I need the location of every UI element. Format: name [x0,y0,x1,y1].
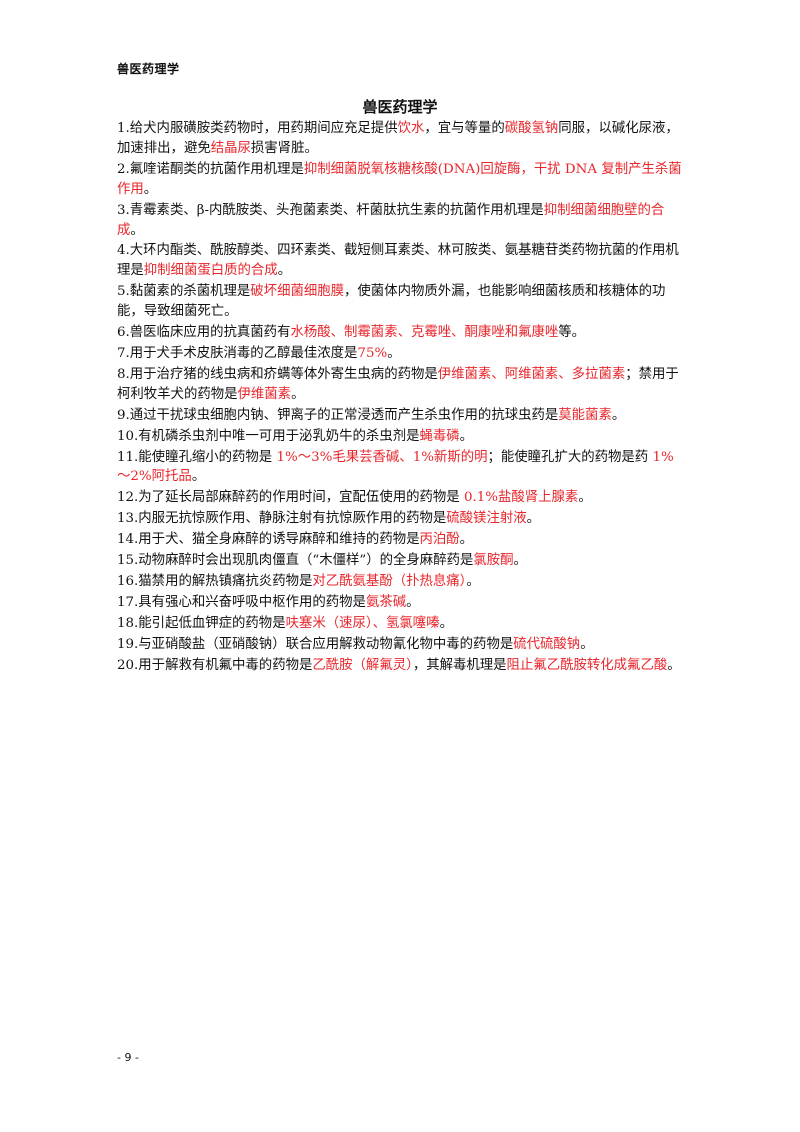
item-text: 。 [291,386,305,402]
item-text: 4.大环内酯类、酰胺醇类、四环素类、截短侧耳素类、林可胺类、氨基糖苷类药物抗菌的… [117,243,679,279]
answer-highlight: 抑制细菌蛋白质的合成 [143,263,278,279]
question-item-8: 8.用于治疗猪的线虫病和疥螨等体外寄生虫病的药物是伊维菌素、阿维菌素、多拉菌素；… [117,365,687,405]
question-item-4: 4.大环内酯类、酰胺醇类、四环素类、截短侧耳素类、林可胺类、氨基糖苷类药物抗菌的… [117,241,687,281]
answer-highlight: 水杨酸、制霉菌素、克霉唑、酮康唑和氟康唑 [290,325,559,341]
answer-highlight: 饮水 [397,121,425,136]
answer-highlight: 氨茶碱 [365,594,407,610]
answer-highlight: 阻止氟乙酰胺转化成氟乙酸 [506,657,668,673]
item-text: 。 [439,615,453,631]
item-text: 。 [580,636,594,652]
item-text: ，其解毒机理是 [412,657,507,673]
item-text: 损害肾脏。 [250,140,318,156]
question-item-3: 3.青霉素类、β-内酰胺类、头孢菌素类、杆菌肽抗生素的抗菌作用机理是抑制细菌细胞… [117,201,687,241]
item-text: 6.兽医临床应用的抗真菌药有 [117,325,291,341]
question-item-9: 9.通过干扰球虫细胞内钠、钾离子的正常浸透而产生杀虫作用的抗球虫药是莫能菌素。 [117,406,687,426]
answer-highlight: 抑制细菌脱氧核糖核酸(DNA)回旋酶，干扰 DNA 复制产生杀菌作用 [117,161,682,197]
item-text: 11.能使瞳孔缩小的药物是 [117,449,277,465]
answer-highlight: 乙酰胺（解氟灵） [312,657,413,673]
item-text: 5.黏菌素的杀菌机理是 [117,284,251,300]
answer-highlight: 对乙酰氨基酚（扑热息痛） [312,573,467,589]
answer-highlight: 硫酸镁注射液 [446,511,527,527]
item-text: 18.能引起低血钾症的药物是 [117,615,286,631]
question-item-19: 19.与亚硝酸盐（亚硝酸钠）联合应用解救动物氰化物中毒的药物是硫代硫酸钠。 [117,635,687,655]
item-text: ；禁用于柯利牧羊犬的药物是 [117,366,679,402]
item-text: 15.动物麻醉时会出现肌肉僵直（“木僵样”）的全身麻醉药是 [117,553,474,569]
item-text: 20.用于解救有机氟中毒的药物是 [117,657,313,673]
item-text: ；能使瞳孔扩大的药物是药 [487,449,653,465]
item-text: 。 [143,181,158,197]
item-text: 2.氟喹诺酮类的抗菌作用机理是 [117,161,304,177]
answer-highlight: 伊维菌素 [237,386,292,402]
question-item-12: 12.为了延长局部麻醉药的作用时间，宜配伍使用的药物是 0.1%盐酸肾上腺素。 [117,488,687,508]
answer-highlight: 结晶尿 [210,140,251,156]
question-item-17: 17.具有强心和兴奋呼吸中枢作用的药物是氨茶碱。 [117,593,687,613]
item-text: 。 [406,594,420,610]
question-item-5: 5.黏菌素的杀菌机理是破坏细菌细胞膜，使菌体内物质外漏，也能影响细菌核质和核糖体… [117,282,687,322]
item-text: 。 [459,532,474,548]
item-text: 。 [191,469,206,485]
item-text: 12.为了延长局部麻醉药的作用时间，宜配伍使用的药物是 [117,490,464,506]
answer-highlight: 抑制细菌细胞壁的合成 [117,202,665,238]
item-text: 等。 [558,325,586,341]
item-text: 。 [611,407,626,423]
item-text: 。 [387,345,401,361]
answer-highlight: 蝇毒磷 [419,428,460,444]
item-text: ，宜与等量的 [424,121,505,136]
answer-highlight: 丙泊酚 [419,532,460,548]
answer-highlight: 碳酸氢钠 [504,121,559,136]
item-text: 16.猫禁用的解热镇痛抗炎药物是 [117,573,313,589]
answer-highlight: 硫代硫酸钠 [513,636,581,652]
question-item-15: 15.动物麻醉时会出现肌肉僵直（“木僵样”）的全身麻醉药是氯胺酮。 [117,551,687,571]
answer-highlight: 呋塞米（速尿）、氢氯噻嗪 [285,615,440,631]
answer-highlight: 0.1%盐酸肾上腺素 [463,490,579,506]
answer-highlight: 75% [357,345,388,361]
page-number: - 9 - [117,1051,139,1064]
document-body: 1.给犬内服磺胺类药物时，用药期间应充足提供饮水，宜与等量的碳酸氢钠同服，以碱化… [117,119,687,676]
question-item-6: 6.兽医临床应用的抗真菌药有水杨酸、制霉菌素、克霉唑、酮康唑和氟康唑等。 [117,323,687,343]
answer-highlight: 破坏细菌细胞膜 [250,284,345,300]
item-text: 9.通过干扰球虫细胞内钠、钾离子的正常浸透而产生杀虫作用的抗球虫药是 [117,407,559,423]
answer-highlight: 1%～3%毛果芸香碱、1%新斯的明 [276,449,488,465]
item-text: 14.用于犬、猫全身麻醉的诱导麻醉和维持的药物是 [117,532,420,548]
item-text: 7.用于犬手术皮肤消毒的乙醇最佳浓度是 [117,345,358,361]
question-item-11: 11.能使瞳孔缩小的药物是 1%～3%毛果芸香碱、1%新斯的明；能使瞳孔扩大的药… [117,448,687,488]
answer-highlight: 氯胺酮 [473,553,514,569]
item-text: 。 [513,553,527,569]
question-item-1: 1.给犬内服磺胺类药物时，用药期间应充足提供饮水，宜与等量的碳酸氢钠同服，以碱化… [117,119,687,159]
item-text: 17.具有强心和兴奋呼吸中枢作用的药物是 [117,594,366,610]
item-text: 。 [277,263,292,279]
question-item-13: 13.内服无抗惊厥作用、静脉注射有抗惊厥作用的药物是硫酸镁注射液。 [117,509,687,529]
question-item-7: 7.用于犬手术皮肤消毒的乙醇最佳浓度是75%。 [117,344,687,364]
question-item-10: 10.有机磷杀虫剂中唯一可用于泌乳奶牛的杀虫剂是蝇毒磷。 [117,427,687,447]
answer-highlight: 伊维菌素、阿维菌素、多拉菌素 [437,366,626,382]
item-text: 。 [526,511,541,527]
item-text: 。 [130,222,144,238]
question-item-2: 2.氟喹诺酮类的抗菌作用机理是抑制细菌脱氧核糖核酸(DNA)回旋酶，干扰 DNA… [117,160,687,200]
item-text: 3.青霉素类、β-内酰胺类、头孢菌素类、杆菌肽抗生素的抗菌作用机理是 [117,202,544,218]
question-item-20: 20.用于解救有机氟中毒的药物是乙酰胺（解氟灵），其解毒机理是阻止氟乙酰胺转化成… [117,656,687,676]
question-item-14: 14.用于犬、猫全身麻醉的诱导麻醉和维持的药物是丙泊酚。 [117,530,687,550]
item-text: 。 [578,490,592,506]
item-text: 1.给犬内服磺胺类药物时，用药期间应充足提供 [117,121,398,136]
answer-highlight: 莫能菌素 [558,407,612,423]
item-text: ，使菌体内物质外漏，也能影响细菌核质和核糖体的功能，导致细菌死亡。 [117,284,666,320]
question-item-18: 18.能引起低血钾症的药物是呋塞米（速尿）、氢氯噻嗪。 [117,614,687,634]
item-text: 。 [459,428,474,444]
item-text: 同服，以碱化尿液，加速排出，避免 [117,121,679,156]
question-item-16: 16.猫禁用的解热镇痛抗炎药物是对乙酰氨基酚（扑热息痛）。 [117,572,687,592]
item-text: 。 [667,657,681,673]
item-text: 13.内服无抗惊厥作用、静脉注射有抗惊厥作用的药物是 [117,511,447,527]
item-text: 8.用于治疗猪的线虫病和疥螨等体外寄生虫病的药物是 [117,366,438,382]
document-title: 兽医药理学 [362,98,438,116]
answer-highlight: 1%～2%阿托品 [117,449,674,485]
item-text: 19.与亚硝酸盐（亚硝酸钠）联合应用解救动物氰化物中毒的药物是 [117,636,514,652]
item-text: 。 [466,573,480,589]
running-header: 兽医药理学 [117,62,180,76]
item-text: 10.有机磷杀虫剂中唯一可用于泌乳奶牛的杀虫剂是 [117,428,420,444]
